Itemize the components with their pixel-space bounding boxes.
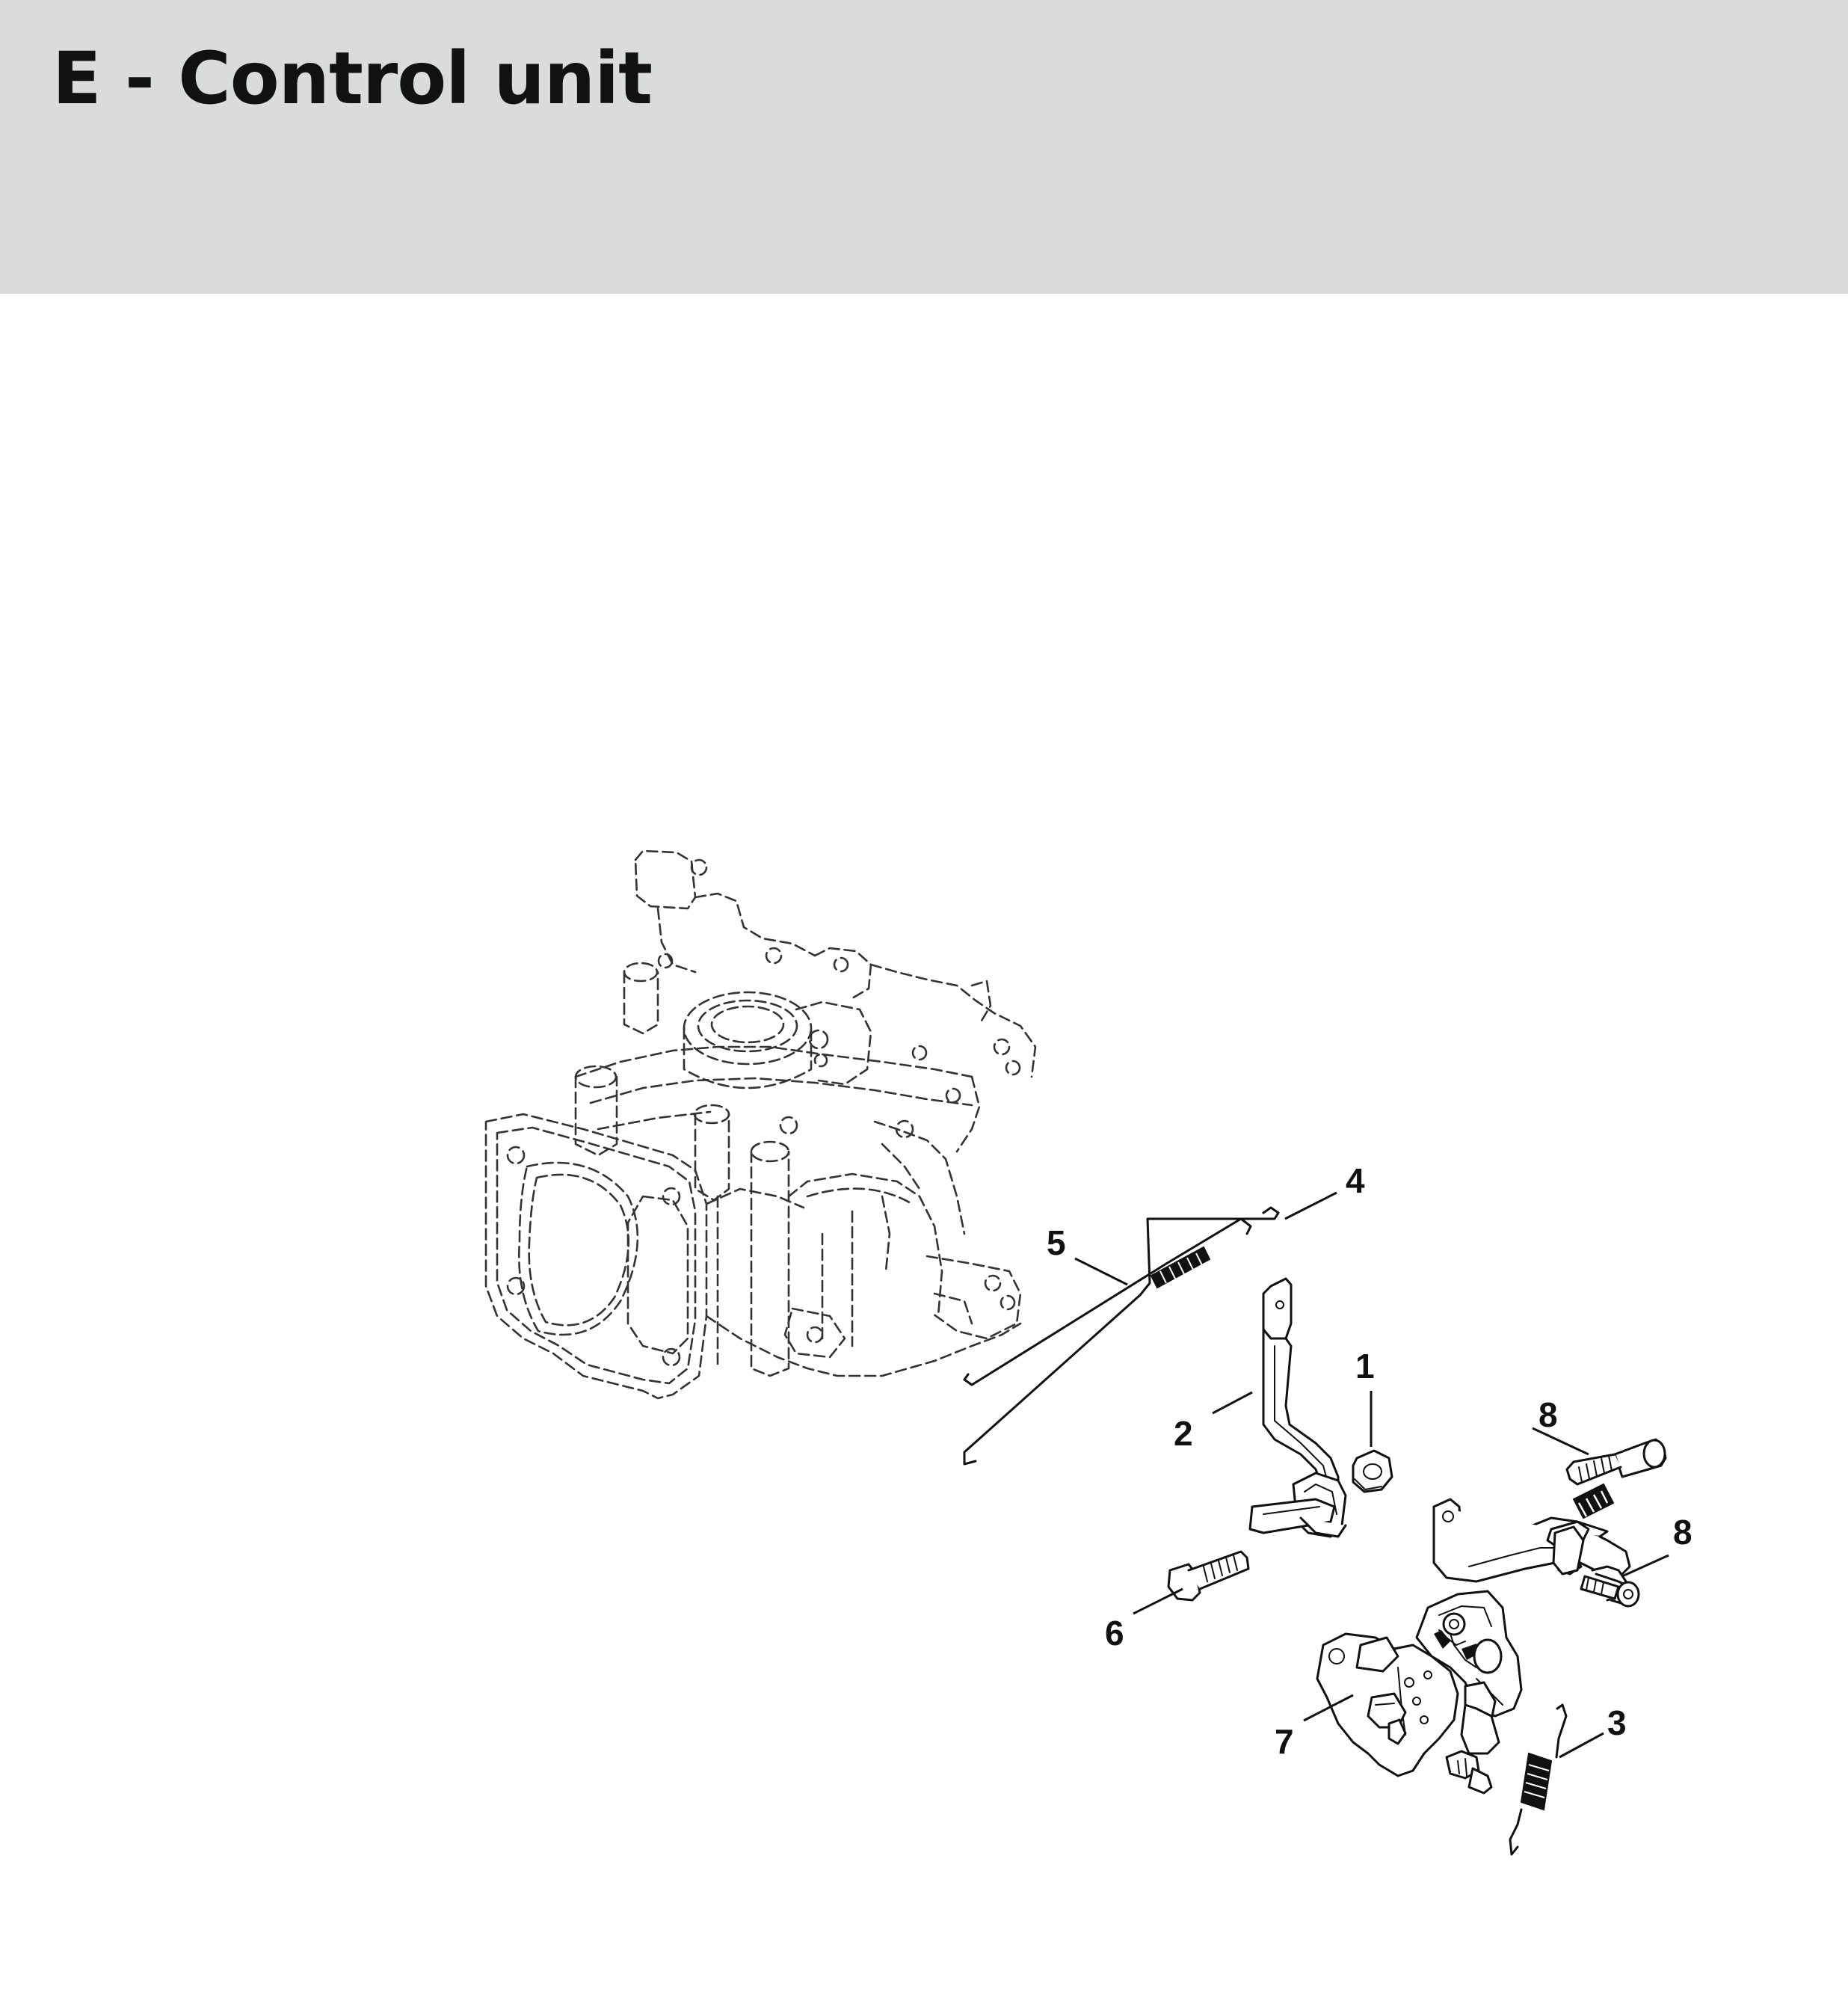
title-banner: E - Control unit	[0, 0, 1848, 294]
callout-4: 4	[1346, 1161, 1365, 1200]
part-8-screw-lower	[1580, 1565, 1640, 1608]
part-1-hex-nut	[1352, 1449, 1393, 1493]
callout-8-lower: 8	[1673, 1513, 1693, 1552]
callout-8-upper: 8	[1539, 1395, 1558, 1434]
callout-labels: 4 5 1 2 8 8 6 7 3	[1047, 1161, 1693, 1761]
part-adjusting-spring	[1572, 1483, 1615, 1519]
part-2-governor-lever	[1248, 1277, 1347, 1538]
page-title: E - Control unit	[52, 37, 653, 120]
callout-leader-lines	[1074, 1191, 1669, 1759]
callout-7: 7	[1275, 1722, 1294, 1761]
callout-5: 5	[1047, 1223, 1066, 1262]
engine-block-outline	[484, 849, 1037, 1400]
callout-3: 3	[1607, 1703, 1627, 1742]
part-4-throttle-rod	[963, 1206, 1280, 1466]
part-5-spring-coil	[1150, 1246, 1211, 1289]
callout-1: 1	[1355, 1347, 1375, 1386]
part-6-bolt	[1167, 1550, 1250, 1602]
part-7-control-bracket-assembly	[1316, 1498, 1631, 1777]
part-8-screw-upper	[1565, 1438, 1667, 1486]
part-5-governor-rod-spring	[963, 1217, 1252, 1386]
callout-6: 6	[1105, 1614, 1124, 1653]
part-3-extension-spring	[1509, 1703, 1568, 1856]
part-hex-screw	[1445, 1750, 1493, 1795]
callout-2: 2	[1174, 1414, 1193, 1453]
